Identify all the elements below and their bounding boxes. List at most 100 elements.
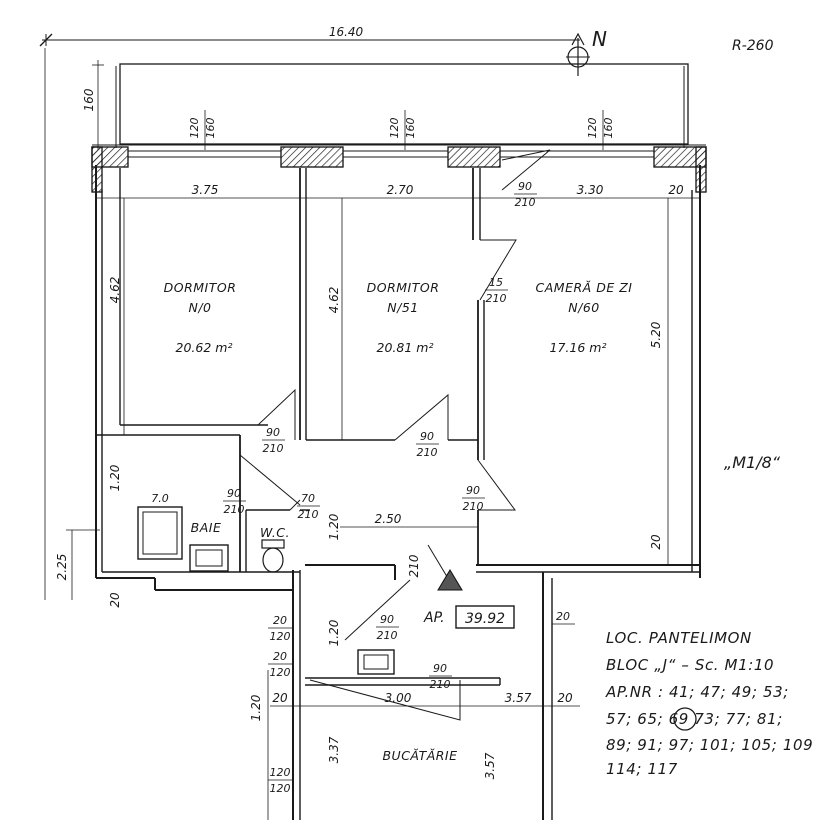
apartment-area-box bbox=[455, 605, 515, 629]
bathtub-icon bbox=[137, 506, 183, 560]
svg-text:1.20: 1.20 bbox=[327, 619, 341, 646]
sheet-code: R-260 bbox=[732, 38, 774, 54]
svg-text:70: 70 bbox=[301, 492, 315, 505]
info-block: LOC. PANTELIMON BLOC „J“ – Sc. M1:10 AP.… bbox=[605, 629, 813, 778]
svg-text:210: 210 bbox=[263, 442, 284, 455]
info-line6: 114; 117 bbox=[606, 760, 678, 778]
room-name-wc: W.C. bbox=[260, 525, 290, 540]
overall-dimension: 16.40 bbox=[39, 25, 580, 47]
sink-icon bbox=[189, 544, 229, 572]
frac-dim: 20 120 bbox=[268, 650, 292, 679]
svg-text:120: 120 bbox=[270, 766, 291, 779]
svg-text:120: 120 bbox=[388, 118, 401, 139]
entry-height: 210 bbox=[407, 554, 421, 577]
svg-text:20: 20 bbox=[108, 592, 122, 608]
room-name-camera: CAMERĂ DE ZI bbox=[536, 280, 633, 295]
door-label: 90 210 bbox=[416, 430, 439, 459]
kitchen-width: 3.00 bbox=[385, 691, 412, 705]
frac-dim: 20 bbox=[552, 610, 575, 625]
svg-text:90: 90 bbox=[266, 426, 280, 439]
room-id-dormitor1: N/0 bbox=[188, 300, 211, 315]
door-label: 90 210 bbox=[462, 484, 485, 513]
interior-walls bbox=[96, 168, 485, 572]
svg-text:20: 20 bbox=[273, 650, 287, 663]
info-line4: 57; 65; 69 73; 77; 81; bbox=[606, 710, 783, 728]
svg-text:120: 120 bbox=[270, 666, 291, 679]
apartment-area: 39.92 bbox=[465, 611, 505, 627]
svg-text:210: 210 bbox=[224, 503, 245, 516]
kitchen-counter bbox=[305, 677, 501, 686]
svg-text:20: 20 bbox=[556, 610, 570, 623]
svg-text:20: 20 bbox=[649, 534, 663, 550]
camera-width: 3.30 bbox=[577, 183, 604, 197]
kitchen-height: 3.37 bbox=[327, 736, 341, 763]
kitchen-sink-icon bbox=[357, 649, 395, 675]
svg-text:210: 210 bbox=[377, 629, 398, 642]
windows bbox=[128, 150, 654, 158]
svg-text:210: 210 bbox=[298, 508, 319, 521]
svg-text:120: 120 bbox=[586, 118, 599, 139]
svg-text:90: 90 bbox=[518, 180, 532, 193]
svg-text:15: 15 bbox=[489, 276, 503, 289]
room-id-dormitor2: N/51 bbox=[387, 300, 418, 315]
room-name-dormitor2: DORMITOR bbox=[367, 280, 440, 295]
apartment-label: AP. bbox=[423, 610, 445, 626]
north-arrow-icon bbox=[566, 32, 590, 76]
camera-depth: 5.20 bbox=[649, 321, 663, 348]
door-label: 90 210 bbox=[262, 426, 285, 455]
svg-text:20: 20 bbox=[273, 614, 287, 627]
svg-text:90: 90 bbox=[380, 613, 394, 626]
svg-text:90: 90 bbox=[227, 487, 241, 500]
svg-text:210: 210 bbox=[515, 196, 536, 209]
svg-text:210: 210 bbox=[430, 678, 451, 691]
frac-dim: 120 120 bbox=[268, 766, 292, 795]
door-label: 90 210 bbox=[514, 180, 537, 209]
dormitor2-width: 2.70 bbox=[387, 183, 414, 197]
svg-text:160: 160 bbox=[602, 118, 615, 139]
balcony bbox=[92, 63, 706, 148]
balcony-depth-label: 160 bbox=[82, 88, 96, 111]
window-sill-dims: 120 160 120 160 120 160 bbox=[188, 110, 615, 150]
svg-text:20: 20 bbox=[557, 691, 573, 705]
door-label: 15 210 bbox=[485, 276, 508, 305]
svg-text:120: 120 bbox=[270, 630, 291, 643]
frac-dim: 20 120 bbox=[268, 614, 292, 643]
svg-text:90: 90 bbox=[466, 484, 480, 497]
hall-width: 2.50 bbox=[375, 512, 402, 526]
room-name-bucatarie: BUCĂTĂRIE bbox=[382, 748, 457, 763]
svg-text:120: 120 bbox=[188, 118, 201, 139]
door-label: 90 210 bbox=[376, 613, 399, 642]
svg-text:90: 90 bbox=[420, 430, 434, 443]
svg-text:90: 90 bbox=[433, 662, 447, 675]
bathtub-size: 7.0 bbox=[151, 492, 169, 505]
svg-text:120: 120 bbox=[270, 782, 291, 795]
svg-text:3.57: 3.57 bbox=[505, 691, 532, 705]
height-225: 2.25 bbox=[55, 554, 69, 581]
type-label: „M1/8“ bbox=[724, 453, 781, 472]
svg-text:210: 210 bbox=[463, 500, 484, 513]
svg-text:160: 160 bbox=[204, 118, 217, 139]
svg-text:210: 210 bbox=[417, 446, 438, 459]
highlight-circle bbox=[673, 707, 697, 731]
info-ap-nr: AP.NR : 41; 47; 49; 53; bbox=[605, 683, 789, 701]
svg-text:160: 160 bbox=[404, 118, 417, 139]
room-area-dormitor2: 20.81 m² bbox=[377, 340, 434, 355]
dormitor1-width: 3.75 bbox=[192, 183, 219, 197]
svg-text:20: 20 bbox=[272, 691, 288, 705]
toilet-icon bbox=[261, 539, 285, 573]
dormitor1-depth: 4.62 bbox=[108, 277, 122, 304]
overall-width-label: 16.40 bbox=[329, 25, 364, 39]
room-name-baie: BAIE bbox=[191, 520, 222, 535]
info-line5: 89; 91; 97; 101; 105; 109 bbox=[606, 736, 813, 754]
dormitor2-depth: 4.62 bbox=[327, 287, 341, 314]
room-name-dormitor1: DORMITOR bbox=[164, 280, 237, 295]
svg-text:1.20: 1.20 bbox=[327, 513, 341, 540]
north-label: N bbox=[592, 27, 607, 51]
circled-number: 69 bbox=[669, 710, 689, 728]
svg-text:3.57: 3.57 bbox=[483, 752, 497, 779]
info-location: LOC. PANTELIMON bbox=[606, 629, 752, 647]
room-area-dormitor1: 20.62 m² bbox=[176, 340, 233, 355]
entry-triangle-icon bbox=[437, 569, 463, 591]
room-id-camera: N/60 bbox=[568, 300, 599, 315]
